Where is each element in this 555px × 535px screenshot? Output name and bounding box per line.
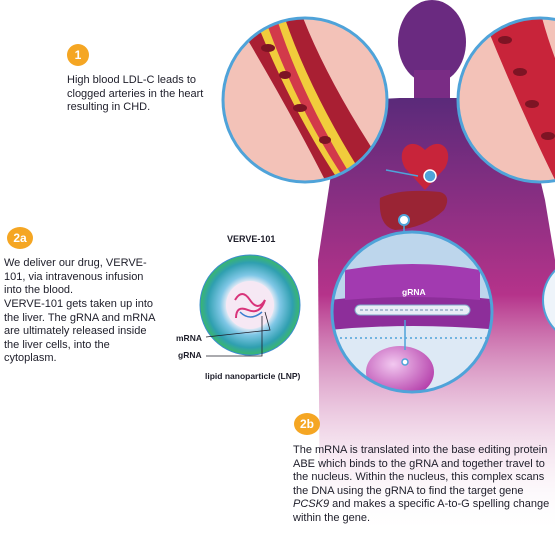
mrna-label: mRNA <box>176 333 202 343</box>
step-1-badge: 1 <box>67 44 89 66</box>
step-1-text: High blood LDL-C leads to clogged arteri… <box>67 74 204 113</box>
step-2a-badge: 2a <box>7 227 33 249</box>
cell-grna-label: gRNA <box>402 287 426 297</box>
step-2a-text-1: We deliver our drug, VERVE-101, via intr… <box>4 257 147 296</box>
artery-circle-healthy <box>456 16 555 184</box>
step-2b-text: The mRNA is translated into the base edi… <box>293 444 551 525</box>
connector-line <box>385 169 419 177</box>
lnp-particle <box>199 254 301 357</box>
lnp-title: VERVE-101 <box>227 234 276 244</box>
step-2a-text-2: VERVE-101 gets taken up into the liver. … <box>4 298 155 364</box>
heart-icon <box>401 143 449 190</box>
step-2b-text-after: and makes a specific A-to-G spelling cha… <box>293 498 550 524</box>
cell-zoom-circle <box>330 230 494 394</box>
step-2b-badge: 2b <box>294 413 320 435</box>
gene-name: PCSK9 <box>293 498 330 510</box>
liver-icon <box>379 190 448 230</box>
step-2b-text-before: The mRNA is translated into the base edi… <box>293 444 548 497</box>
lnp-caption: lipid nanoparticle (LNP) <box>205 371 301 381</box>
artery-circle-clogged <box>221 16 389 184</box>
grna-label: gRNA <box>178 350 202 360</box>
partial-circle <box>542 269 555 331</box>
